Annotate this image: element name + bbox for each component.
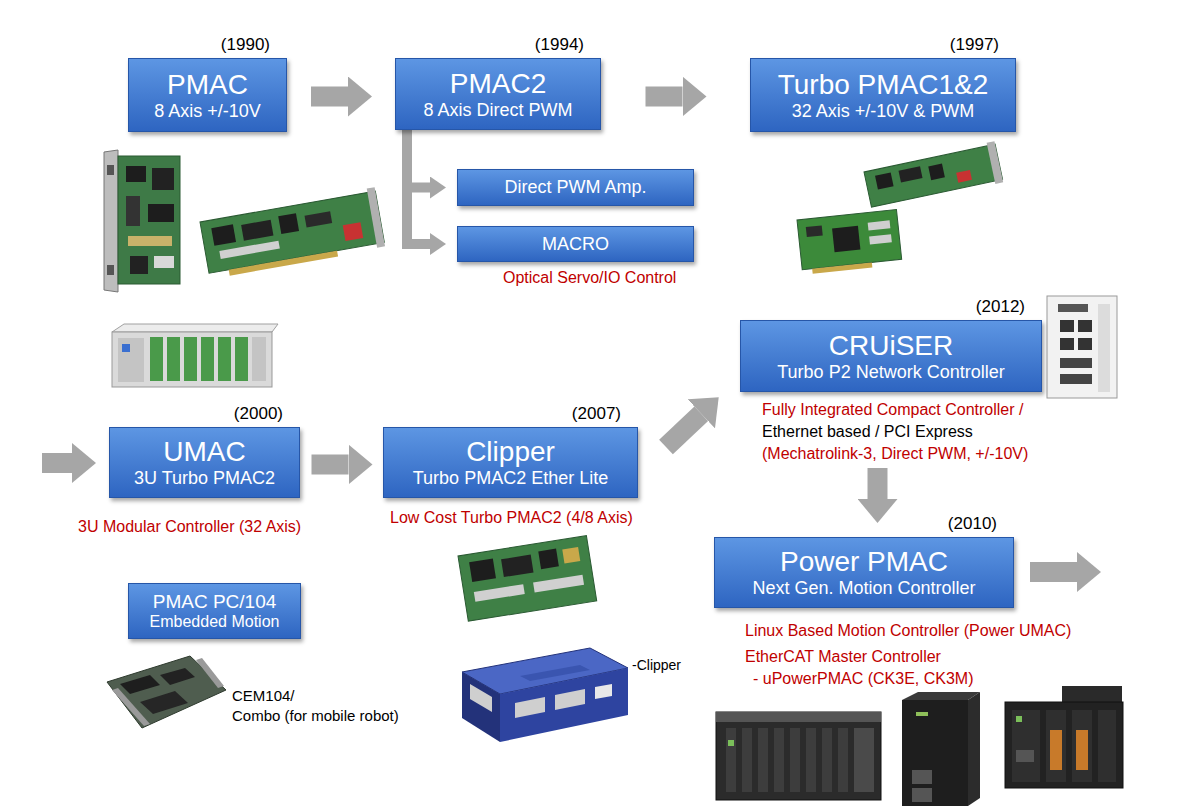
clipper-box-photo xyxy=(462,648,628,742)
product-subtitle: Next Gen. Motion Controller xyxy=(752,578,975,599)
pci-card-photo xyxy=(199,187,385,279)
product-subtitle: Embedded Motion xyxy=(150,613,280,631)
year-label: (1997) xyxy=(950,35,999,55)
flow-arrow xyxy=(666,414,701,447)
flow-arrow xyxy=(312,455,349,475)
product-box: Direct PWM Amp. xyxy=(457,169,694,206)
flow-arrow xyxy=(42,453,72,473)
umac-rack-photo xyxy=(112,324,278,387)
feature-note: 3U Modular Controller (32 Axis) xyxy=(78,517,301,536)
product-box: PMAC PC/104Embedded Motion xyxy=(128,583,301,639)
flow-arrow xyxy=(407,130,430,244)
feature-name: MACRO xyxy=(542,234,609,255)
product-box: (1990)PMAC8 Axis +/-10V xyxy=(128,58,287,132)
flow-arrow xyxy=(1030,562,1077,582)
product-box: (1997)Turbo PMAC1&232 Axis +/-10V & PWM xyxy=(750,58,1016,132)
feature-note: - uPowerPMAC (CK3E, CK3M) xyxy=(753,669,974,688)
product-subtitle: 8 Axis +/-10V xyxy=(154,101,261,122)
product-name: PMAC xyxy=(167,69,248,101)
product-name: Power PMAC xyxy=(780,546,948,578)
product-subtitle: 8 Axis Direct PWM xyxy=(423,100,572,121)
product-subtitle: Turbo P2 Network Controller xyxy=(777,362,1004,383)
clipper-board-photo xyxy=(458,536,597,622)
product-box: (2010)Power PMACNext Gen. Motion Control… xyxy=(714,537,1014,608)
product-name: CRUiSER xyxy=(829,330,953,362)
product-box: (2000)UMAC3U Turbo PMAC2 xyxy=(109,427,300,498)
photo-caption: Combo (for mobile robot) xyxy=(232,707,399,725)
vme-card-photo xyxy=(104,150,180,292)
product-box: (2007)ClipperTurbo PMAC2 Ether Lite xyxy=(383,427,638,498)
flow-arrow xyxy=(646,87,683,107)
product-subtitle: 32 Axis +/-10V & PWM xyxy=(792,101,975,122)
cruiser-device-photo xyxy=(1047,296,1117,398)
feature-note: Ethernet based / PCI Express xyxy=(762,422,973,441)
product-subtitle: Turbo PMAC2 Ether Lite xyxy=(413,468,608,489)
product-subtitle: 3U Turbo PMAC2 xyxy=(134,468,275,489)
feature-note: (Mechatrolink-3, Direct PWM, +/-10V) xyxy=(762,444,1028,463)
product-name: Clipper xyxy=(466,436,555,468)
ck3e-device-photo xyxy=(902,692,980,806)
product-box: MACRO xyxy=(457,226,694,262)
photo-caption: -Clipper xyxy=(632,657,681,674)
feature-note: Linux Based Motion Controller (Power UMA… xyxy=(745,621,1071,640)
product-name: Turbo PMAC1&2 xyxy=(778,69,989,101)
year-label: (1990) xyxy=(221,35,270,55)
year-label: (2000) xyxy=(234,404,283,424)
year-label: (2010) xyxy=(948,514,997,534)
product-name: PMAC2 xyxy=(450,68,546,100)
flow-arrow xyxy=(868,468,888,499)
turbo-card-photo xyxy=(863,141,1003,210)
year-label: (2012) xyxy=(976,297,1025,317)
product-box: (1994)PMAC28 Axis Direct PWM xyxy=(395,58,601,130)
feature-note: Low Cost Turbo PMAC2 (4/8 Axis) xyxy=(390,508,633,527)
feature-note: EtherCAT Master Controller xyxy=(745,647,941,666)
product-name: UMAC xyxy=(163,436,245,468)
feature-name: Direct PWM Amp. xyxy=(504,177,646,198)
feature-note: Optical Servo/IO Control xyxy=(503,268,676,287)
product-name: PMAC PC/104 xyxy=(153,591,277,613)
year-label: (2007) xyxy=(572,404,621,424)
year-label: (1994) xyxy=(535,35,584,55)
pcie-card-photo xyxy=(797,210,902,275)
pc104-board-photo xyxy=(107,656,226,728)
power-pmac-rack-photo xyxy=(716,712,881,800)
product-box: (2012)CRUiSERTurbo P2 Network Controller xyxy=(740,320,1042,392)
feature-note: Fully Integrated Compact Controller / xyxy=(762,400,1023,419)
flow-arrow xyxy=(311,87,348,107)
ck3m-device-photo xyxy=(1005,686,1123,788)
photo-caption: CEM104/ xyxy=(232,687,295,705)
